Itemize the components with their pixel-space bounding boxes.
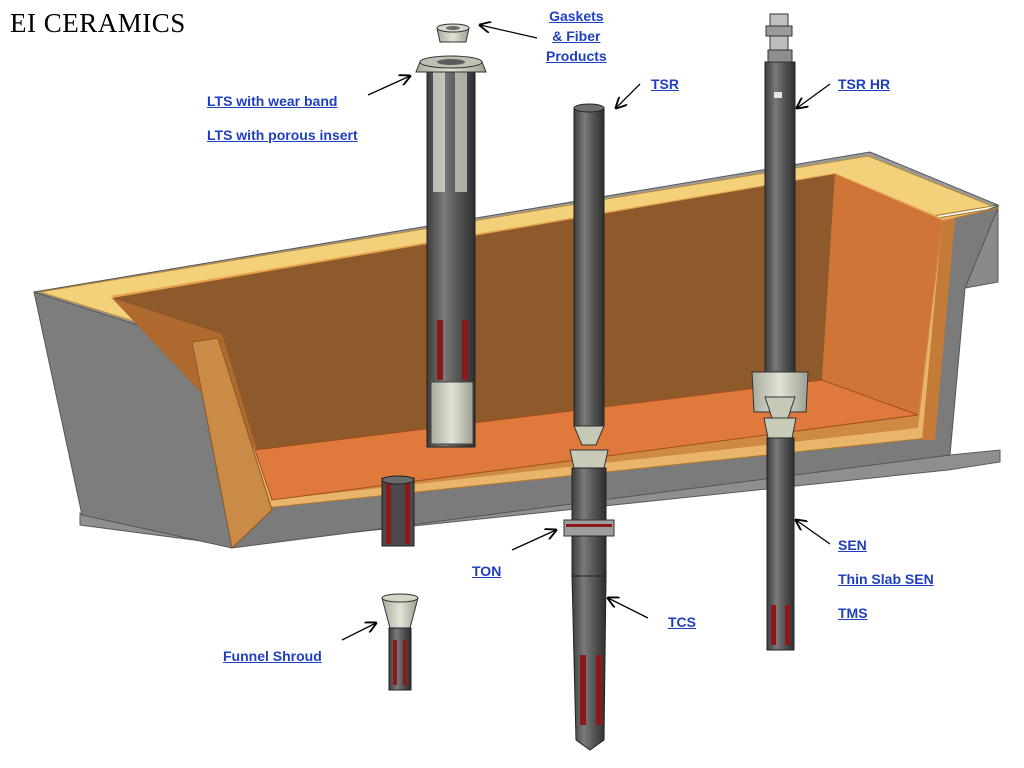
arrow-sen — [796, 520, 831, 545]
page-title: EI CERAMICS — [10, 8, 186, 38]
tundish-inner-left-wall — [112, 298, 272, 500]
arrow-funnel — [341, 623, 376, 641]
link-tms[interactable]: TMS — [838, 605, 868, 621]
lts-ladle-shroud — [415, 55, 487, 448]
tundish-right-edge — [922, 218, 955, 440]
link-tsr-hr[interactable]: TSR HR — [838, 76, 891, 92]
tsr-stopper — [573, 103, 605, 446]
link-gaskets[interactable]: Gaskets & Fiber Products — [546, 6, 607, 66]
link-thin-slab-sen[interactable]: Thin Slab SEN — [838, 571, 934, 587]
tundish-cut-left — [191, 337, 273, 549]
tundish — [33, 151, 1001, 549]
gaskets-line-1: Gaskets — [549, 8, 604, 24]
arrow-tsr-hr — [797, 83, 831, 108]
link-tcs[interactable]: TCS — [668, 614, 696, 630]
tsr-hr-stopper — [751, 13, 809, 419]
callout-arrows — [341, 25, 831, 641]
sen-nozzle — [763, 417, 797, 651]
link-lts-porous-insert[interactable]: LTS with porous insert — [207, 127, 358, 143]
link-funnel-shroud[interactable]: Funnel Shroud — [223, 648, 322, 664]
link-lts-wear-band[interactable]: LTS with wear band — [207, 93, 338, 109]
gaskets-line-2: & Fiber — [552, 28, 601, 44]
ton-tcs-assembly — [563, 449, 615, 751]
well-block — [381, 475, 415, 547]
tundish-inner-right-wall — [822, 174, 942, 415]
link-ton[interactable]: TON — [472, 563, 502, 579]
arrow-ton — [511, 530, 556, 551]
arrow-tsr — [616, 83, 641, 108]
funnel-shroud — [381, 593, 419, 691]
gaskets-line-3: Products — [546, 48, 607, 64]
arrow-gaskets — [480, 25, 538, 39]
arrow-tcs — [608, 598, 649, 619]
gasket — [436, 23, 470, 43]
link-sen[interactable]: SEN — [838, 537, 867, 553]
link-tsr[interactable]: TSR — [651, 76, 679, 92]
arrow-lts — [367, 76, 410, 96]
